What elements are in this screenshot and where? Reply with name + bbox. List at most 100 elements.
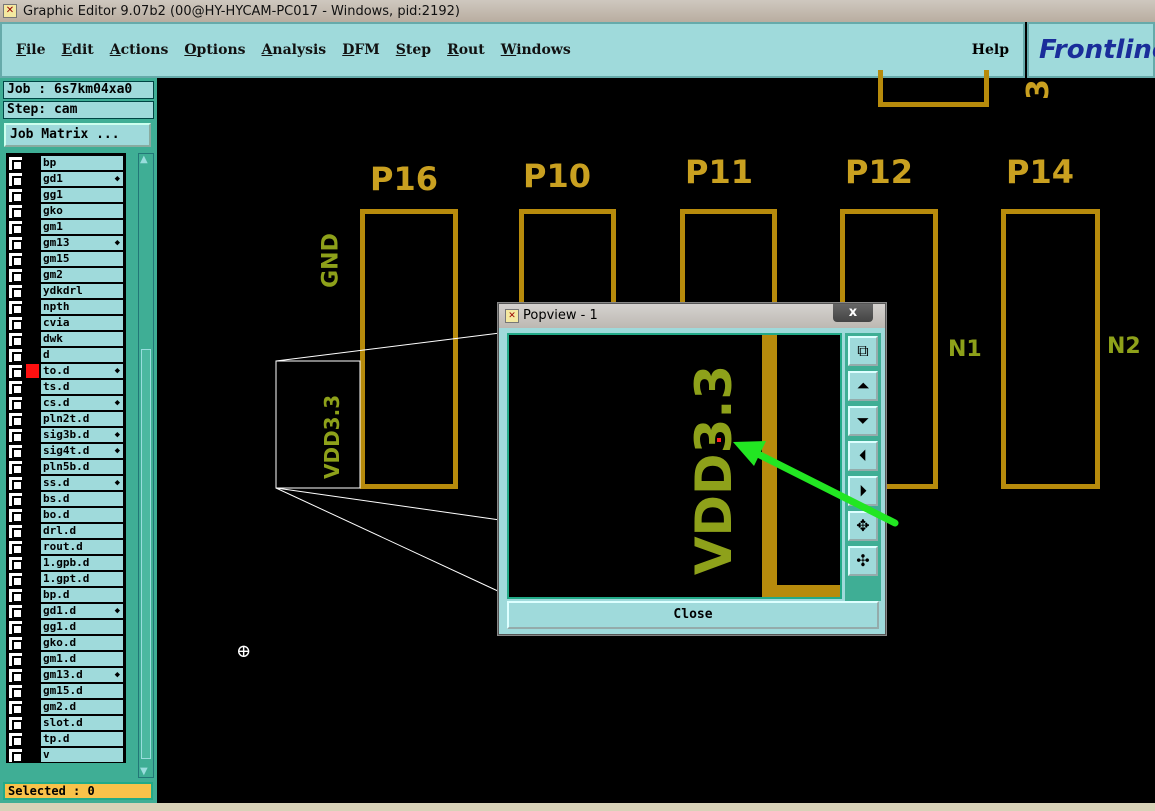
layer-row[interactable]: gm13◆ xyxy=(6,235,126,251)
menu-edit[interactable]: Edit xyxy=(61,42,94,58)
layer-row[interactable]: 1.gpt.d xyxy=(6,571,126,587)
pad-p16[interactable] xyxy=(360,209,458,489)
pan-up-icon[interactable]: ⏶ xyxy=(848,371,878,401)
layer-checkbox[interactable] xyxy=(8,524,23,539)
pad-p14[interactable] xyxy=(1001,209,1100,489)
menu-windows[interactable]: Windows xyxy=(500,42,571,58)
layer-checkbox[interactable] xyxy=(8,252,23,267)
menu-file[interactable]: File xyxy=(16,42,46,58)
layer-checkbox[interactable] xyxy=(8,556,23,571)
layer-scrollbar[interactable]: ▲ ▼ xyxy=(138,153,154,778)
layer-row[interactable]: pln5b.d xyxy=(6,459,126,475)
layer-name[interactable]: npth xyxy=(41,300,123,314)
layer-checkbox[interactable] xyxy=(8,428,23,443)
layer-name[interactable]: gm1.d xyxy=(41,652,123,666)
layer-checkbox[interactable] xyxy=(8,668,23,683)
layer-checkbox[interactable] xyxy=(8,172,23,187)
layer-row[interactable]: gg1 xyxy=(6,187,126,203)
layer-checkbox[interactable] xyxy=(8,300,23,315)
layer-row[interactable]: gm2 xyxy=(6,267,126,283)
layer-checkbox[interactable] xyxy=(8,748,23,763)
layer-name[interactable]: ts.d xyxy=(41,380,123,394)
layer-name[interactable]: sig4t.d◆ xyxy=(41,444,123,458)
pan-right-icon[interactable]: ⏵ xyxy=(848,476,878,506)
layer-name[interactable]: sig3b.d◆ xyxy=(41,428,123,442)
layer-row[interactable]: ss.d◆ xyxy=(6,475,126,491)
zoom-out-icon[interactable]: ✣ xyxy=(848,546,878,576)
layer-checkbox[interactable] xyxy=(8,332,23,347)
layer-name[interactable]: gm13.d◆ xyxy=(41,668,123,682)
layer-row[interactable]: gm1.d xyxy=(6,651,126,667)
layer-row[interactable]: gd1.d◆ xyxy=(6,603,126,619)
layer-name[interactable]: gko.d xyxy=(41,636,123,650)
layer-row[interactable]: ydkdrl xyxy=(6,283,126,299)
layer-row[interactable]: gg1.d xyxy=(6,619,126,635)
pan-down-icon[interactable]: ⏷ xyxy=(848,406,878,436)
layer-name[interactable]: drl.d xyxy=(41,524,123,538)
layer-row[interactable]: gm15.d xyxy=(6,683,126,699)
layer-name[interactable]: cs.d◆ xyxy=(41,396,123,410)
menu-analysis[interactable]: Analysis xyxy=(261,42,327,58)
layer-name[interactable]: to.d◆ xyxy=(41,364,123,378)
layer-name[interactable]: gm15.d xyxy=(41,684,123,698)
menu-step[interactable]: Step xyxy=(395,42,432,58)
layer-row[interactable]: ts.d xyxy=(6,379,126,395)
layer-row[interactable]: pln2t.d xyxy=(6,411,126,427)
layer-row[interactable]: gm1 xyxy=(6,219,126,235)
popview-close-button[interactable]: Close xyxy=(507,601,879,629)
layer-checkbox[interactable] xyxy=(8,636,23,651)
layer-row[interactable]: gm2.d xyxy=(6,699,126,715)
layer-name[interactable]: gg1.d xyxy=(41,620,123,634)
layer-row[interactable]: bp xyxy=(6,155,126,171)
layer-name[interactable]: cvia xyxy=(41,316,123,330)
pan-left-icon[interactable]: ⏴ xyxy=(848,441,878,471)
layer-name[interactable]: ydkdrl xyxy=(41,284,123,298)
layer-name[interactable]: bs.d xyxy=(41,492,123,506)
layer-row[interactable]: d xyxy=(6,347,126,363)
layer-row[interactable]: gd1◆ xyxy=(6,171,126,187)
layer-checkbox[interactable] xyxy=(8,476,23,491)
layer-checkbox[interactable] xyxy=(8,396,23,411)
layer-checkbox[interactable] xyxy=(8,444,23,459)
layer-checkbox[interactable] xyxy=(8,268,23,283)
layer-row[interactable]: cs.d◆ xyxy=(6,395,126,411)
layer-name[interactable]: gm15 xyxy=(41,252,123,266)
layer-name[interactable]: ss.d◆ xyxy=(41,476,123,490)
layer-checkbox[interactable] xyxy=(8,620,23,635)
popview-close-x-button[interactable]: x xyxy=(833,304,873,322)
menu-dfm[interactable]: DFM xyxy=(342,42,380,58)
layer-row[interactable]: gm15 xyxy=(6,251,126,267)
layer-checkbox[interactable] xyxy=(8,716,23,731)
layer-name[interactable]: gko xyxy=(41,204,123,218)
layer-checkbox[interactable] xyxy=(8,188,23,203)
layer-name[interactable]: 1.gpt.d xyxy=(41,572,123,586)
layer-name[interactable]: bo.d xyxy=(41,508,123,522)
layer-name[interactable]: slot.d xyxy=(41,716,123,730)
layer-checkbox[interactable] xyxy=(8,412,23,427)
layer-checkbox[interactable] xyxy=(8,684,23,699)
layer-row[interactable]: tp.d xyxy=(6,731,126,747)
layer-row[interactable]: sig3b.d◆ xyxy=(6,427,126,443)
layer-checkbox[interactable] xyxy=(8,540,23,555)
layer-name[interactable]: v xyxy=(41,748,123,762)
layer-checkbox[interactable] xyxy=(8,492,23,507)
layer-row[interactable]: npth xyxy=(6,299,126,315)
layer-name[interactable]: pln5b.d xyxy=(41,460,123,474)
layer-row[interactable]: v xyxy=(6,747,126,763)
popview-canvas[interactable]: VDD3.3 xyxy=(507,333,842,599)
layer-name[interactable]: gm1 xyxy=(41,220,123,234)
layer-checkbox[interactable] xyxy=(8,652,23,667)
layer-name[interactable]: gm2.d xyxy=(41,700,123,714)
layer-checkbox[interactable] xyxy=(8,220,23,235)
layer-checkbox[interactable] xyxy=(8,604,23,619)
layer-checkbox[interactable] xyxy=(8,316,23,331)
layer-name[interactable]: gd1◆ xyxy=(41,172,123,186)
layer-name[interactable]: d xyxy=(41,348,123,362)
layer-name[interactable]: gd1.d◆ xyxy=(41,604,123,618)
layer-row[interactable]: gko.d xyxy=(6,635,126,651)
menu-rout[interactable]: Rout xyxy=(447,42,485,58)
menu-options[interactable]: Options xyxy=(184,42,246,58)
layer-name[interactable]: dwk xyxy=(41,332,123,346)
layer-row[interactable]: gm13.d◆ xyxy=(6,667,126,683)
layer-checkbox[interactable] xyxy=(8,204,23,219)
